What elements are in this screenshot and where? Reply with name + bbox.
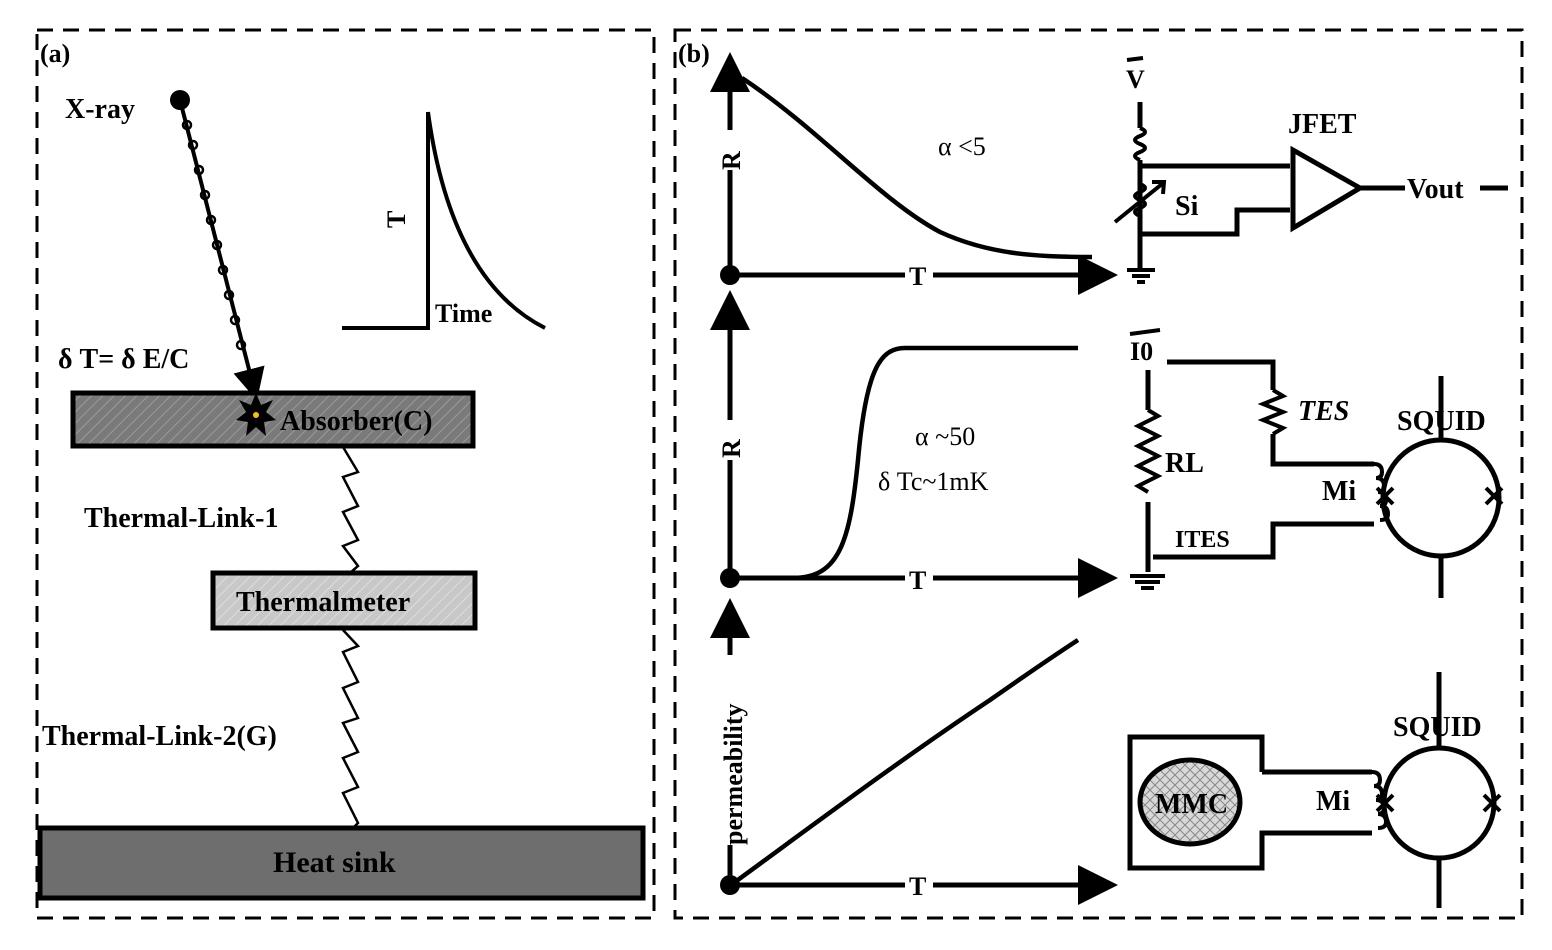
josephson-junction-left xyxy=(1375,486,1395,506)
plot3-x-label: T xyxy=(909,872,926,901)
panel-a-tag: (a) xyxy=(40,39,70,68)
vout-label: Vout xyxy=(1407,174,1464,205)
thermometer-label: Thermalmeter xyxy=(236,587,410,618)
plot1-x-label: T xyxy=(909,262,926,291)
plot2-curve xyxy=(792,345,1078,581)
plot3-curve xyxy=(733,638,1080,884)
panel-a-frame xyxy=(35,28,656,920)
thermometer-block xyxy=(210,570,478,631)
voltage-source-label: V xyxy=(1126,65,1145,94)
mmc-squid-loop-icon xyxy=(1381,745,1497,861)
photon-hit-star-icon xyxy=(236,393,276,436)
formula-label: δ T= δ E/C xyxy=(58,344,189,375)
current-source-label: I0 xyxy=(1130,337,1153,366)
plot1-curve xyxy=(740,76,1093,260)
heat-sink-label: Heat sink xyxy=(273,846,396,879)
temperature-pulse-inset: T Time xyxy=(342,111,546,330)
plot2-origin xyxy=(720,568,740,588)
thermal-link-1-spring xyxy=(341,446,360,574)
squid-loop-icon xyxy=(1380,437,1502,559)
plot3-y-label: permeability xyxy=(719,703,748,845)
plot2-y-label: R xyxy=(717,439,746,458)
inset-x-label: Time xyxy=(435,299,492,328)
heat-sink-block xyxy=(37,825,646,901)
plot2-annotation-alpha: α ~50 xyxy=(915,422,975,451)
variable-arrow-icon xyxy=(1113,182,1164,224)
absorber-label: Absorber(C) xyxy=(280,406,432,437)
thermal-link-2-spring xyxy=(341,629,361,829)
thermal-link-1-label: Thermal-Link-1 xyxy=(84,503,278,534)
mmc-sensor-icon xyxy=(1137,757,1243,847)
panel-b-frame xyxy=(673,28,1524,920)
mmc-pickup-loop xyxy=(1127,734,1372,871)
plot1-annotation: α <5 xyxy=(938,132,986,161)
rl-label: RL xyxy=(1165,448,1204,479)
ites-label: ITES xyxy=(1175,527,1230,553)
mmc-junction-right xyxy=(1482,793,1502,813)
squid-label-tes: SQUID xyxy=(1397,406,1486,437)
panel-b-tag: (b) xyxy=(678,39,710,68)
input-coil-icon xyxy=(1373,462,1391,522)
circuit-si-jfet: V JFET Si Vout xyxy=(1113,56,1508,284)
circuit-mmc-squid: MMC Mi SQUID xyxy=(1127,672,1505,908)
jfet-amplifier-icon xyxy=(1290,145,1365,233)
plot2-x-label: T xyxy=(909,566,926,595)
josephson-junction-right xyxy=(1484,486,1504,506)
circuit-tes-squid: I0 RL TES ITES Mi SQUID xyxy=(1129,328,1507,598)
plot1-origin xyxy=(720,265,740,285)
tes-resistor-zigzag xyxy=(1257,388,1289,436)
xray-beam xyxy=(178,99,265,401)
bias-resistor-coil xyxy=(1133,126,1147,162)
plot-tes: T R α ~50 δ Tc~1mK xyxy=(710,290,1118,598)
mi-label-tes: Mi xyxy=(1322,476,1356,507)
ground-icon xyxy=(1127,268,1155,284)
inset-y-label: T xyxy=(382,211,411,228)
mmc-label: MMC xyxy=(1155,789,1228,820)
si-label: Si xyxy=(1175,191,1199,222)
xray-label: X-ray xyxy=(65,94,135,125)
mi-label-mmc: Mi xyxy=(1316,786,1350,817)
plot-mmc: T permeability xyxy=(710,598,1118,905)
thermal-link-2-label: Thermal-Link-2(G) xyxy=(42,721,277,752)
load-resistor-zigzag xyxy=(1133,408,1163,494)
mmc-junction-left xyxy=(1375,793,1395,813)
tes-ground-icon xyxy=(1130,574,1165,590)
plot1-y-label: R xyxy=(717,151,746,170)
plot-semiconductor: T R α <5 xyxy=(710,52,1118,295)
tes-label: TES xyxy=(1298,396,1349,427)
squid-label-mmc: SQUID xyxy=(1393,712,1482,743)
xray-wave-icon xyxy=(181,119,247,351)
plot2-annotation-dtc: δ Tc~1mK xyxy=(878,467,989,496)
jfet-label: JFET xyxy=(1288,109,1357,140)
